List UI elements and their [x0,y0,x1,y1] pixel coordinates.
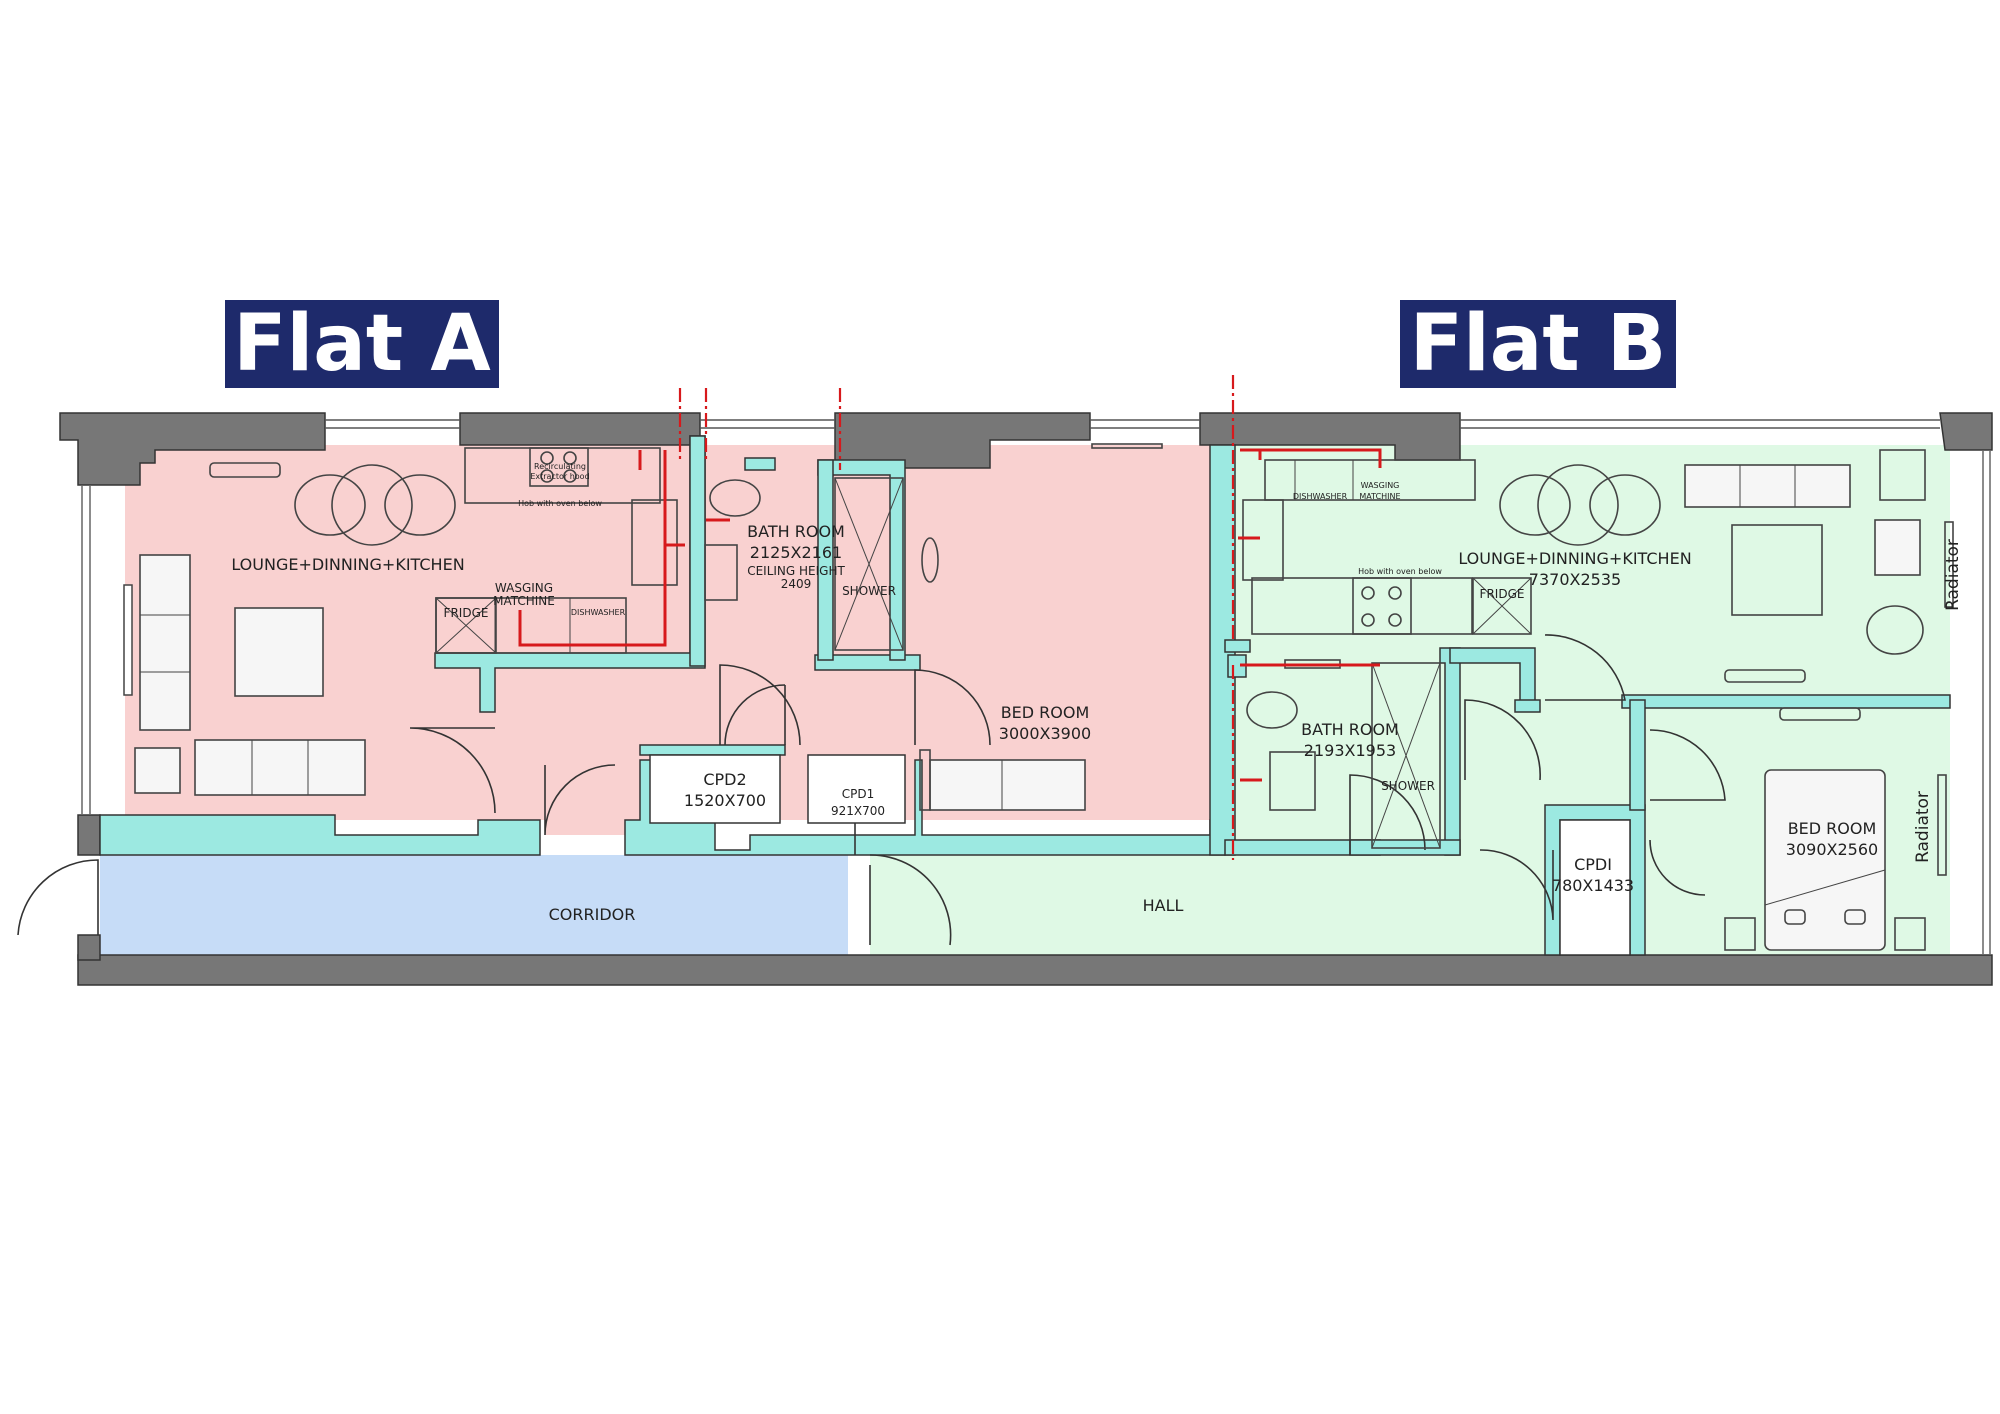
flat-b-washing-label-2: MATCHINE [1359,492,1400,501]
flat-a-lounge-label: LOUNGE+DINNING+KITCHEN [231,555,464,574]
flat-a-area [125,445,1210,835]
flat-b-radiator-1: Radiator [1943,539,1963,611]
flat-a-bathroom-size: 2125X2161 [750,543,842,562]
flat-b-bathroom-label: BATH ROOM [1301,720,1399,739]
flat-b-bathroom-size: 2193X1953 [1304,741,1396,760]
flat-a-extractor-label-2: Extractor hood [530,472,589,481]
flat-a-bedroom-label: BED ROOM [1001,703,1090,722]
flat-b-lounge-label: LOUNGE+DINNING+KITCHEN [1458,549,1691,568]
flat-b-dishwasher-label: DISHWASHER [1293,492,1348,501]
flat-a-washing-label-2: MATCHINE [493,594,555,608]
flat-b-title: Flat B [1400,300,1676,388]
flat-b-fridge-label: FRIDGE [1480,587,1525,601]
cupboards [639,744,1631,956]
flat-b-furniture [1242,449,1954,951]
bottom-wall [77,814,1993,986]
flat-a-title: Flat A [225,300,499,388]
flat-a-ceiling-note: CEILING HEIGHT [747,564,845,578]
flat-b-cpd-size: 780X1433 [1552,876,1634,895]
flat-a-dishwasher-label: DISHWASHER [571,608,626,617]
corridor-area [100,855,848,955]
flat-b-bedroom-size: 3090X2560 [1786,840,1878,859]
flat-a-cpd2-label: CPD2 [703,770,746,789]
flat-a-bedroom-size: 3000X3900 [999,724,1091,743]
flat-b-bedroom-label: BED ROOM [1788,819,1877,838]
flat-b-cpd-label: CPDI [1574,855,1612,874]
flat-b-hob-label: Hob with oven below [1358,567,1442,576]
flat-a-cpd2-size: 1520X700 [684,791,766,810]
flat-a-cpd1-label: CPD1 [842,787,875,801]
flat-a-cpd1-size: 921X700 [831,804,885,818]
flat-b-radiator-2: Radiator [1913,791,1933,863]
interior-walls [99,435,1951,956]
flat-a-bathroom-label: BATH ROOM [747,522,845,541]
flat-a-fridge-label: FRIDGE [444,606,489,620]
doorway-gap [848,858,870,955]
flat-b-lounge-size: 7370X2535 [1529,570,1621,589]
corridor-label: CORRIDOR [549,905,636,924]
flat-a-shower-label: SHOWER [842,584,896,598]
flat-b-washing-label-1: WASGING [1361,481,1400,490]
flat-a-hob-label: Hob with oven below [518,499,602,508]
hall-label: HALL [1143,896,1184,915]
flat-a-furniture [134,443,1163,811]
flat-a-washing-label-1: WASGING [495,581,553,595]
flat-b-shower-label: SHOWER [1381,779,1435,793]
flat-a-ceiling-value: 2409 [781,577,812,591]
service-pipes [518,375,1382,860]
flat-a-extractor-label-1: Recirculating [534,462,586,471]
doors [17,634,1726,946]
